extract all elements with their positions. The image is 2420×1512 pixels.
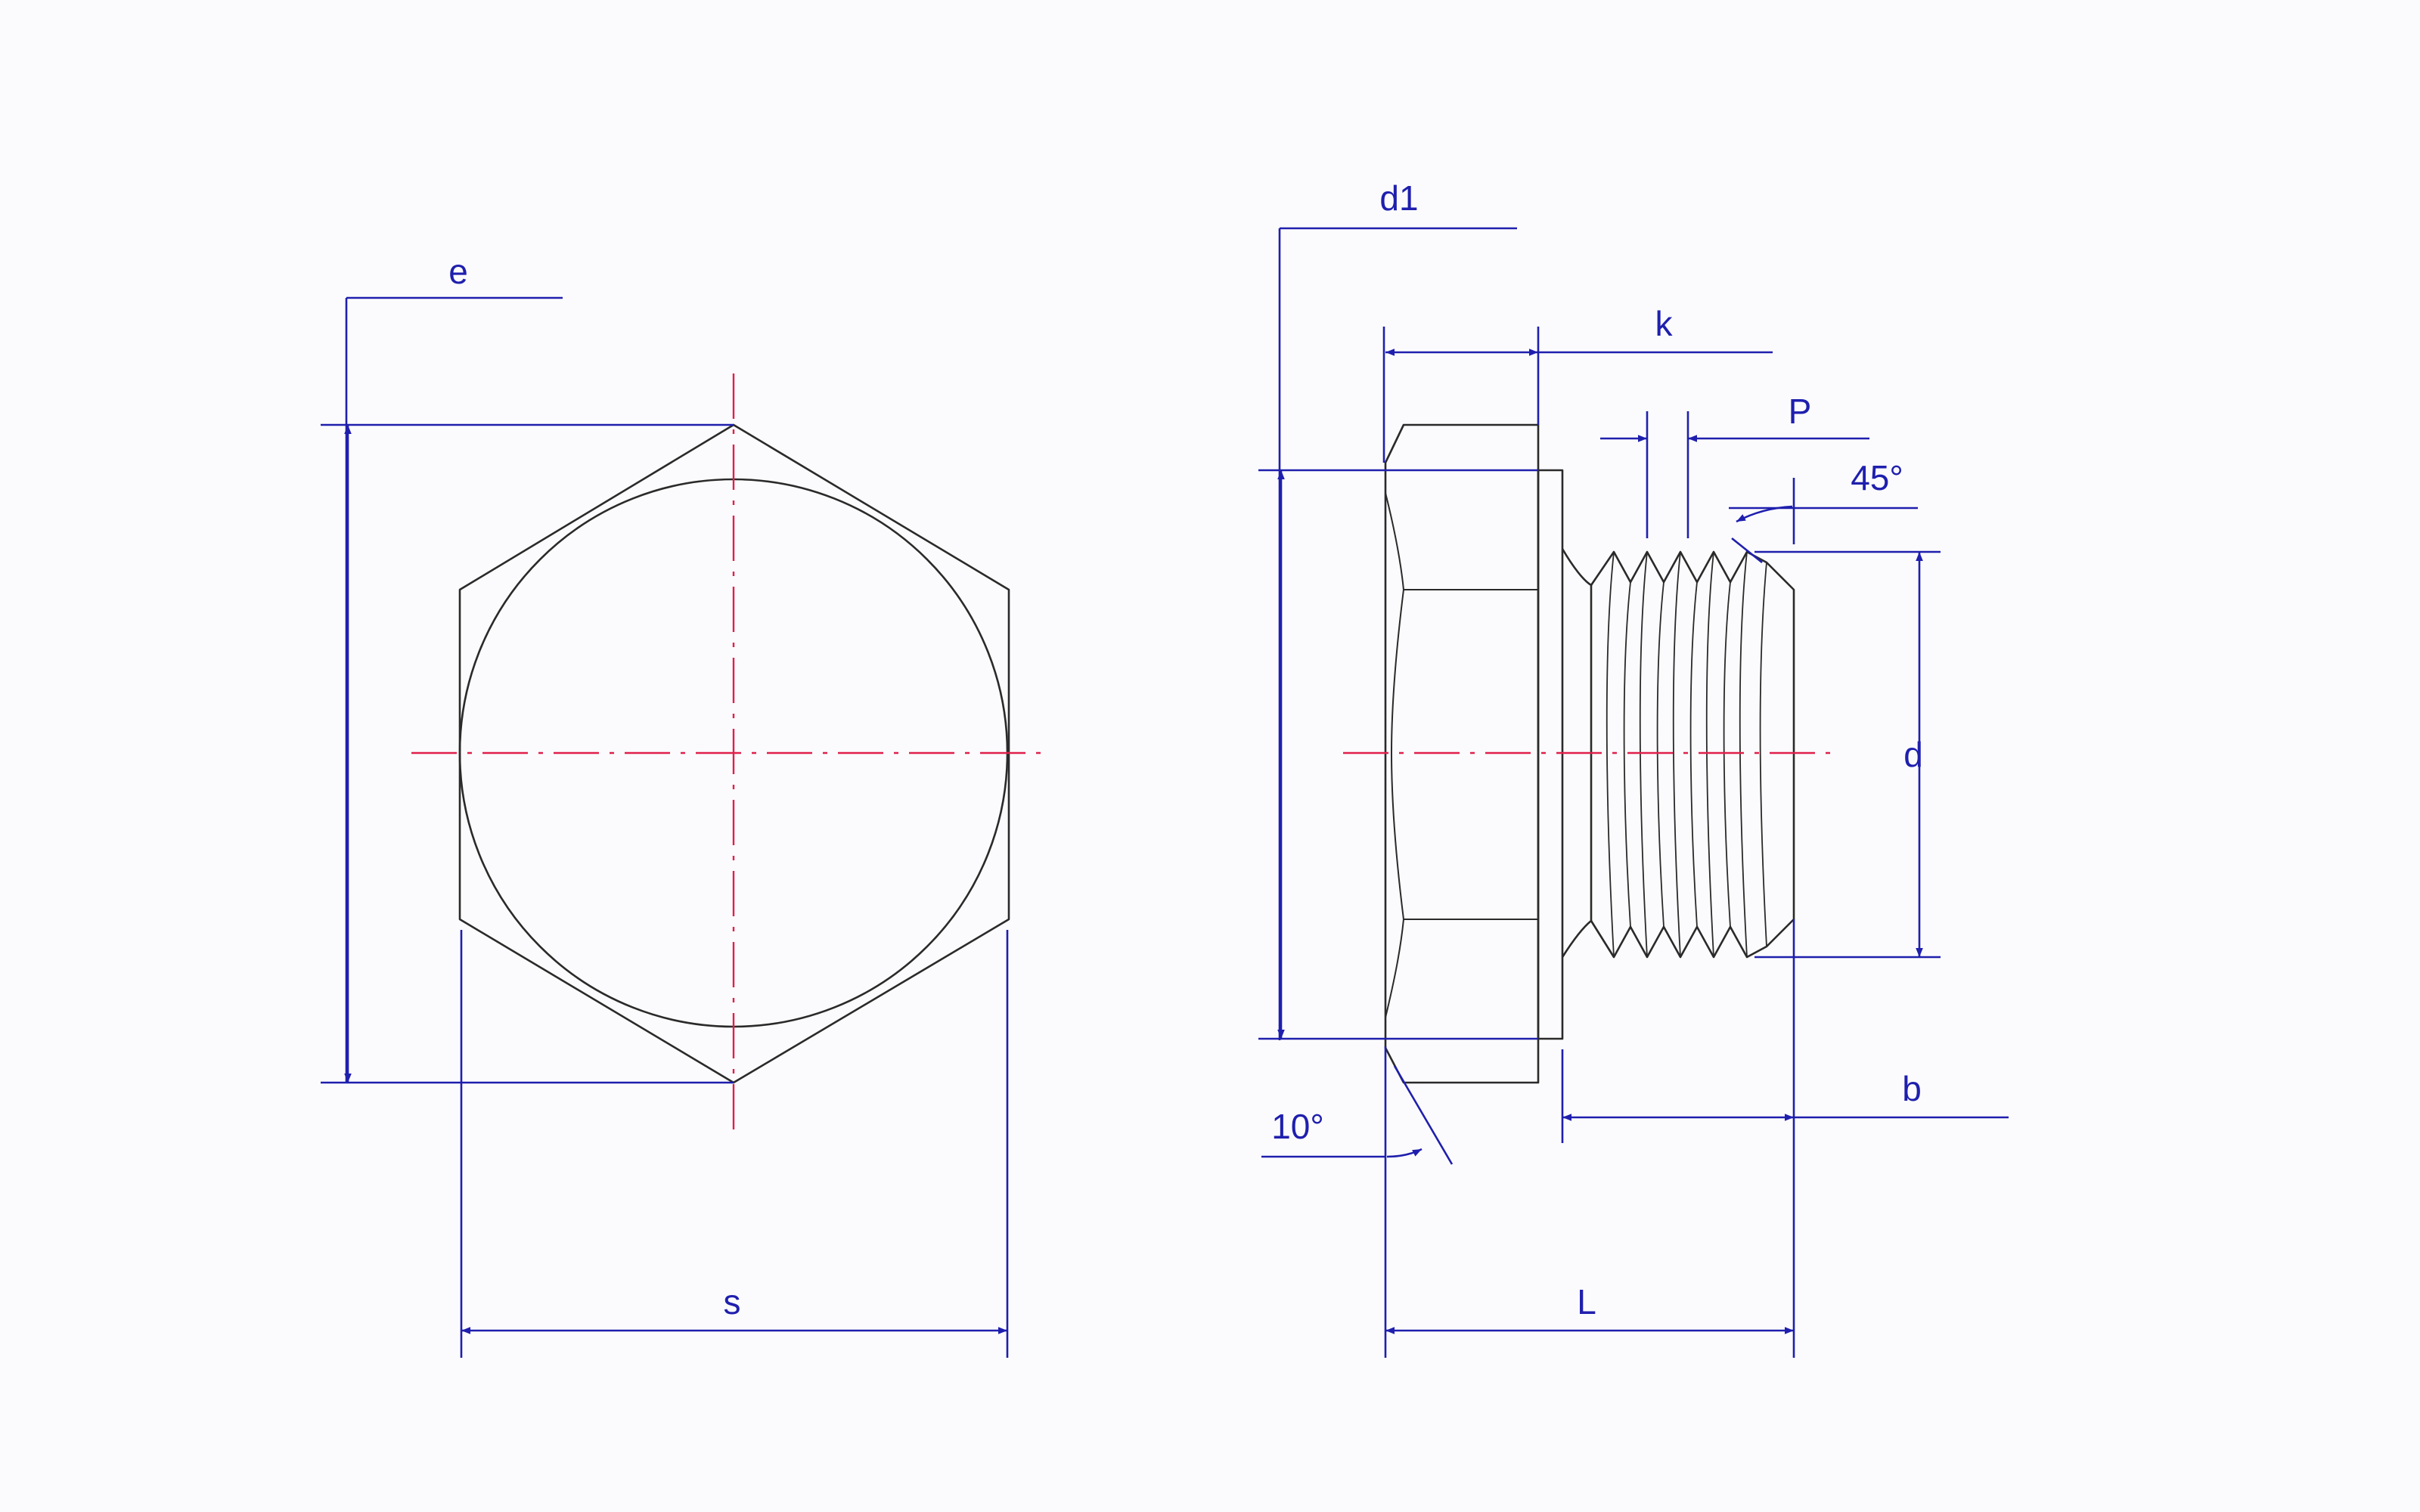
dimension-k: k xyxy=(1382,304,1773,463)
label-k: k xyxy=(1655,304,1674,343)
dimension-d: d xyxy=(1754,550,1941,959)
collar xyxy=(1537,469,1564,1040)
head-facets xyxy=(1385,492,1538,1018)
label-s: s xyxy=(724,1282,741,1321)
dimension-pitch: P xyxy=(1600,392,1869,538)
label-angle-10: 10° xyxy=(1271,1107,1324,1146)
label-p: P xyxy=(1789,392,1812,431)
dimension-e: e xyxy=(321,252,734,1084)
dimension-chamfer-45: 45° xyxy=(1729,458,1918,564)
label-angle-45: 45° xyxy=(1851,458,1903,497)
label-l: L xyxy=(1577,1282,1596,1321)
label-d: d xyxy=(1903,735,1923,774)
dimension-b: b xyxy=(1561,919,2009,1358)
front-view: e s xyxy=(321,252,1051,1358)
thread-lines xyxy=(1606,551,1767,958)
side-view: d1 k P 45° xyxy=(1258,178,2009,1358)
dimension-l: L xyxy=(1385,1282,1794,1334)
dimension-s: s xyxy=(460,930,1009,1358)
label-d1: d1 xyxy=(1379,178,1418,218)
dimension-angle-10: 10° xyxy=(1261,1046,1454,1358)
label-b: b xyxy=(1902,1069,1922,1108)
label-e: e xyxy=(448,252,468,291)
thread-outline xyxy=(1590,550,1795,959)
dimension-d1: d1 xyxy=(1258,178,1538,1040)
